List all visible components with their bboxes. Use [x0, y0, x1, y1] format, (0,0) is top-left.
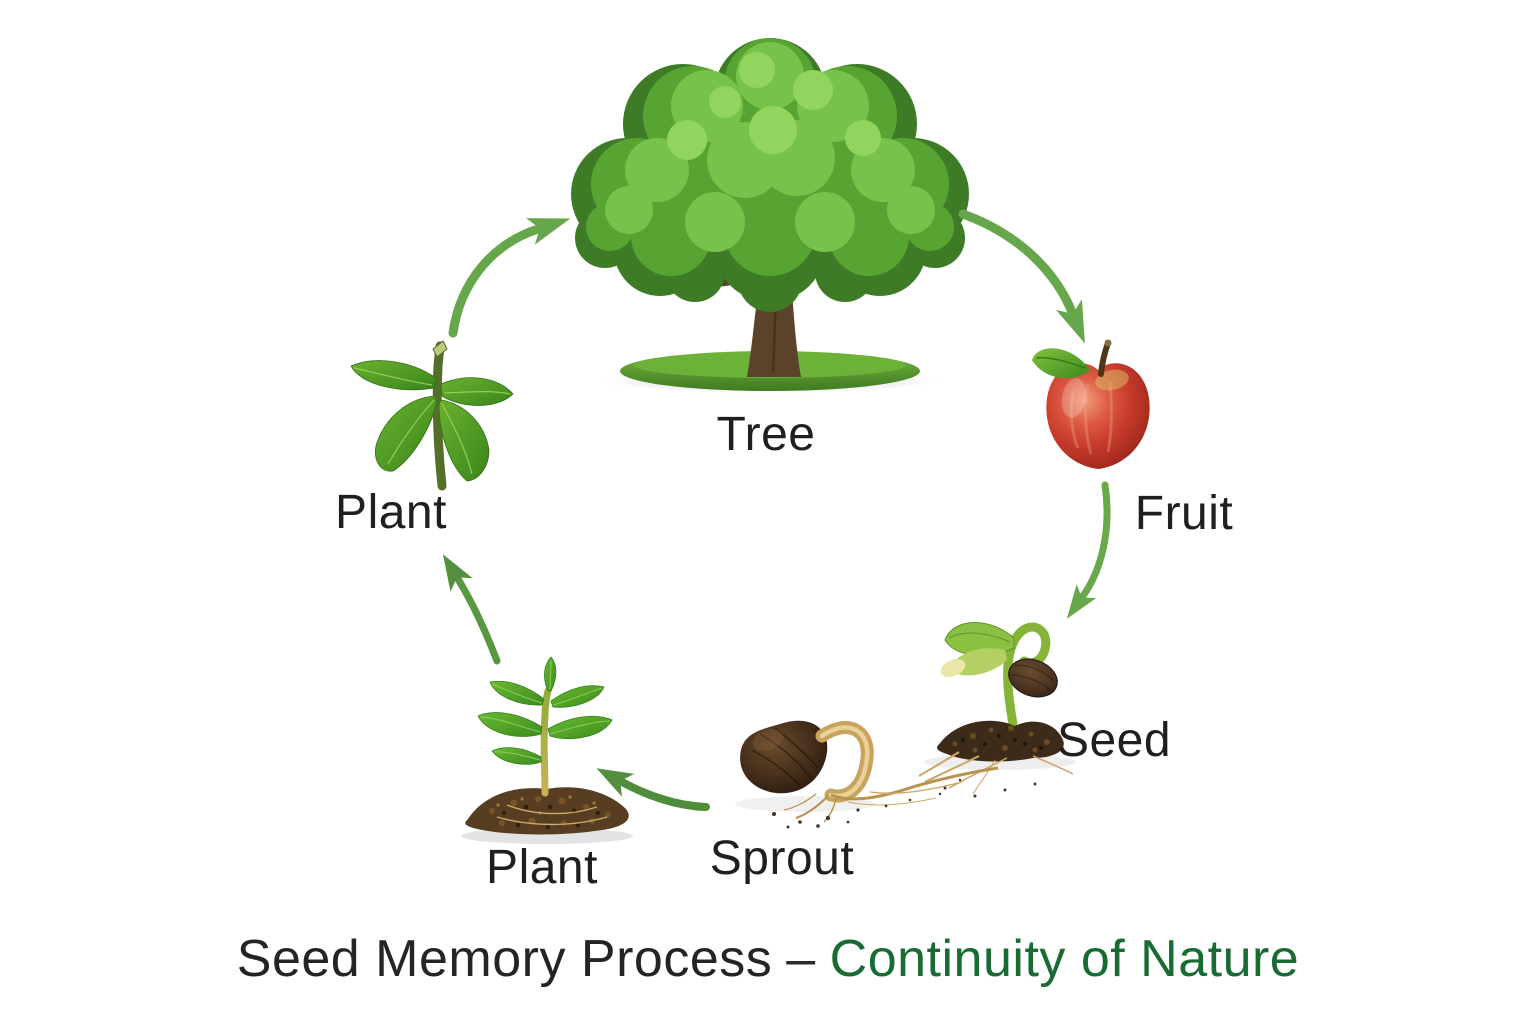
arrow-fruit-to-seed [1066, 481, 1111, 619]
tree-label: Tree [716, 408, 816, 461]
fruit-apple-image [1032, 339, 1150, 469]
title-separator: – [786, 930, 816, 988]
sprout-label: Sprout [709, 832, 855, 885]
title-accent: Continuity of Nature [829, 930, 1300, 988]
fruit-label: Fruit [1134, 487, 1234, 540]
arrow-plant-to-plant [442, 554, 501, 665]
seed-label: Seed [1056, 714, 1172, 767]
tree-image [571, 38, 969, 394]
plant-bottom-label: Plant [486, 841, 598, 894]
diagram-title: Seed Memory Process–Continuity of Nature [0, 929, 1536, 989]
seed-image [918, 622, 1076, 798]
arrow-tree-to-fruit [958, 209, 1085, 344]
title-main: Seed Memory Process [236, 930, 773, 988]
plant-seedling-image [461, 656, 633, 844]
plant-branch-image [350, 340, 514, 491]
plant-left-label: Plant [335, 486, 447, 539]
arrow-plant-to-tree [448, 218, 571, 338]
sprout-image [735, 720, 999, 829]
